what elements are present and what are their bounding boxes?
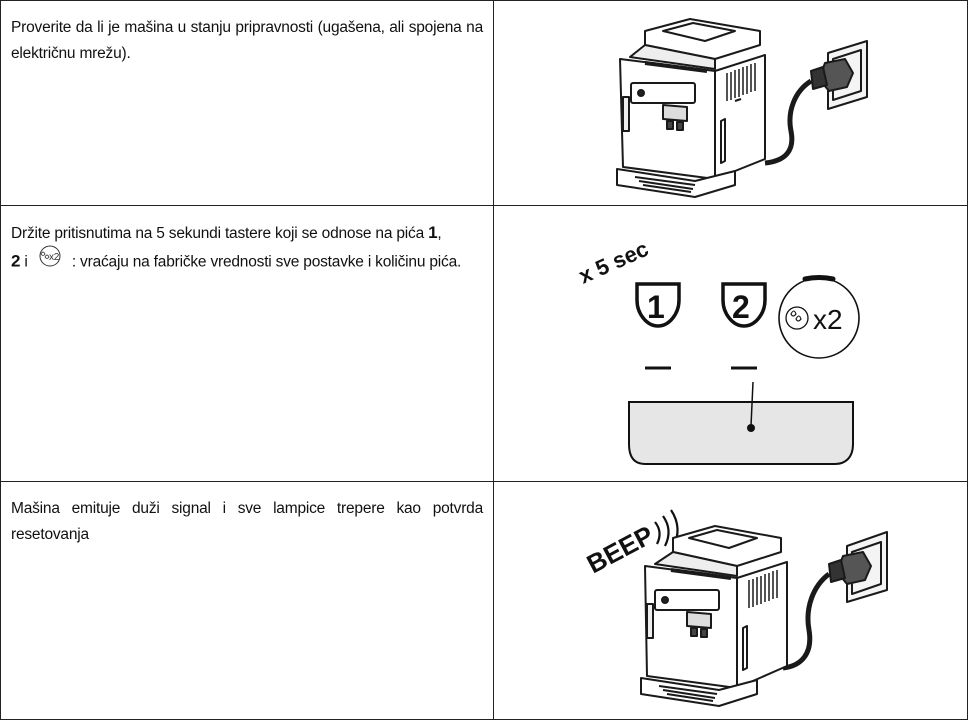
btn-x2-text: x2 <box>813 304 843 335</box>
drink-2-label: 2 <box>11 251 21 271</box>
button-panel-illustration: x 5 sec 1 2 <box>575 236 860 465</box>
comma: , <box>437 225 442 242</box>
text-i: i <box>20 253 32 271</box>
cup-2-button-icon: 2 <box>721 282 767 370</box>
coffee-machine-illustration <box>616 18 868 198</box>
instruction-text-3: Mašina emituje duži signal i sve lampice… <box>1 482 494 720</box>
btn1-number: 1 <box>647 289 665 325</box>
instruction-image-1 <box>495 1 967 205</box>
rinse-x2-icon: x2 <box>32 245 68 276</box>
text-segment-b: : vraćaju na fabričke vrednosti sve post… <box>67 253 462 271</box>
instruction-row-1: Proverite da li je mašina u stanju pripr… <box>1 1 967 205</box>
drink-1-label: 1 <box>428 223 438 242</box>
btn2-number: 2 <box>732 289 750 325</box>
inline-x2-text: x2 <box>49 252 60 263</box>
text-segment: Držite pritisnutima na 5 sekundi tastere… <box>11 225 429 242</box>
x5-sec-label: x 5 sec <box>575 236 652 289</box>
instruction-row-3: Mašina emituje duži signal i sve lampice… <box>1 481 967 720</box>
instruction-image-2: x 5 sec 1 2 <box>495 206 967 482</box>
instruction-text-1: Proverite da li je mašina u stanju pripr… <box>1 1 494 205</box>
instruction-image-3: BEEP <box>495 482 967 720</box>
cup-1-button-icon: 1 <box>635 282 681 370</box>
beep-machine-illustration: BEEP <box>582 509 888 707</box>
instruction-text-2: Držite pritisnutima na 5 sekundi tastere… <box>1 206 494 482</box>
rinse-x2-button-icon: x2 <box>778 275 860 359</box>
instruction-row-2: Držite pritisnutima na 5 sekundi tastere… <box>1 205 967 482</box>
